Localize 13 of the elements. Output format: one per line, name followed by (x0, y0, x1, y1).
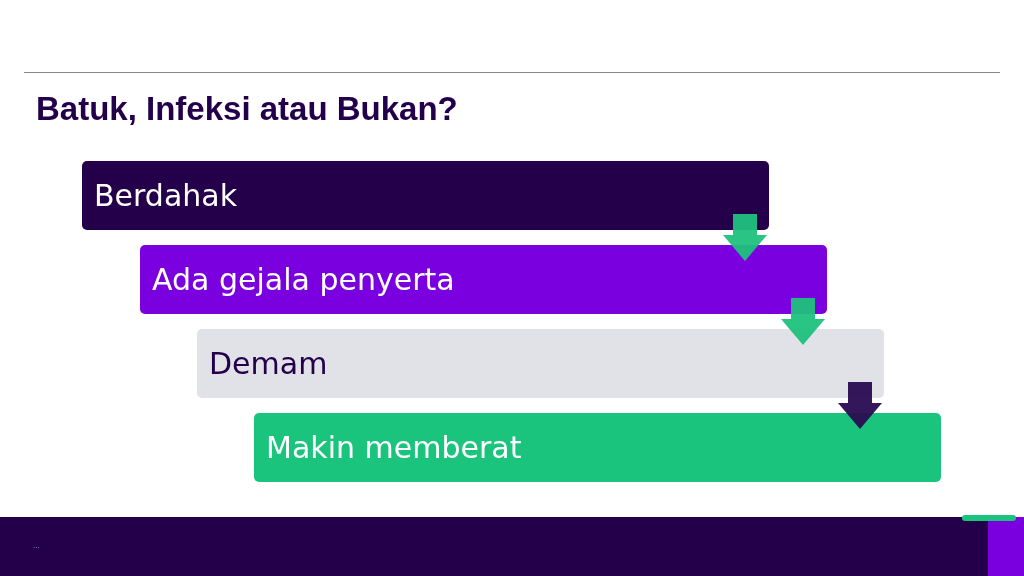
step-label: Makin memberat (266, 429, 522, 466)
step-label: Demam (209, 345, 328, 382)
step-box (140, 245, 827, 314)
arrow (781, 298, 825, 345)
arrow (838, 382, 882, 429)
footer-text: ... (33, 541, 40, 550)
step-box (197, 329, 884, 398)
step-label: Ada gejala penyerta (152, 261, 455, 298)
step-label: Berdahak (94, 177, 238, 214)
step-box (82, 161, 769, 230)
step-box (254, 413, 941, 482)
arrow (723, 214, 767, 261)
slide-title: Batuk, Infeksi atau Bukan? (36, 90, 458, 128)
